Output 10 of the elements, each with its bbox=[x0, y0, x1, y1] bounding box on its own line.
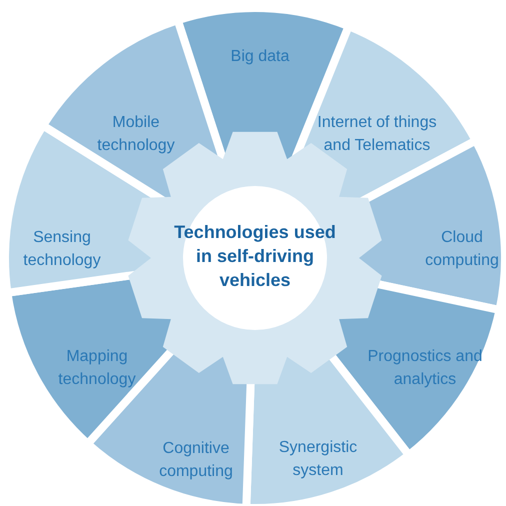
center-label: Technologies used in self-driving vehicles bbox=[170, 220, 340, 292]
segment-label: Synergistic system bbox=[258, 436, 378, 482]
segment-label: Mobile technology bbox=[76, 111, 196, 157]
segment-label: Mapping technology bbox=[37, 345, 157, 391]
segment-label: Big data bbox=[200, 45, 320, 68]
segment-label: Cloud computing bbox=[407, 226, 506, 272]
segment-label: Prognostics and analytics bbox=[350, 345, 500, 391]
segment-label: Sensing technology bbox=[2, 226, 122, 272]
segment-label: Cognitive computing bbox=[136, 437, 256, 483]
segment-label: Internet of things and Telematics bbox=[302, 111, 452, 157]
